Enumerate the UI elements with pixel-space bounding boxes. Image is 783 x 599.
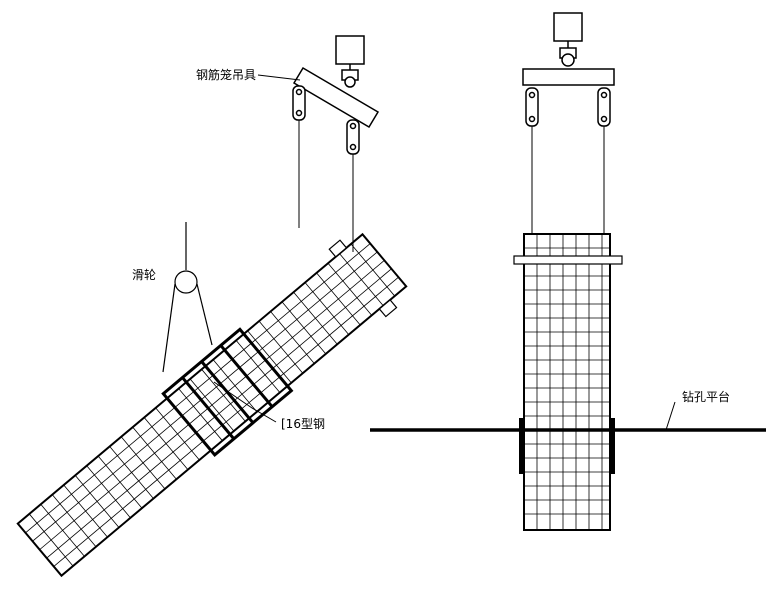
left-spreader-beam xyxy=(292,66,380,129)
spreader-label: 钢筋笼吊具 xyxy=(196,67,256,82)
right-steel-cage xyxy=(513,233,623,531)
right-view xyxy=(370,12,766,531)
right-cables xyxy=(531,126,605,234)
left-view xyxy=(16,35,408,578)
pulley-label: 滑轮 xyxy=(132,268,156,282)
right-hook-block xyxy=(553,12,583,67)
right-shackles xyxy=(525,87,611,127)
right-spreader-beam xyxy=(522,68,615,86)
left-cables xyxy=(298,120,354,252)
platform-label: 钻孔平台 xyxy=(682,389,730,404)
left-shackles xyxy=(292,85,360,155)
pulley xyxy=(162,222,213,373)
channel-steel-label: [16型钢 xyxy=(281,417,325,431)
left-steel-cage xyxy=(16,232,408,578)
channel-steel-frame xyxy=(161,327,294,458)
left-hook-block xyxy=(335,35,365,88)
leader-lines xyxy=(213,74,676,431)
